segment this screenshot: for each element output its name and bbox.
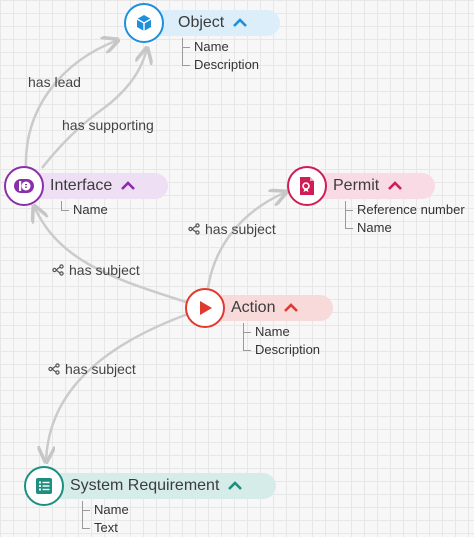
attribute-description: Description	[182, 56, 259, 74]
edge-action-to-sysreq[interactable]	[46, 312, 189, 462]
node-action-attributes: Name Description	[243, 323, 320, 359]
node-object-pill[interactable]: Object	[144, 10, 280, 36]
attribute-name: Name	[182, 38, 259, 56]
edge-label-has-subject-permit: has subject	[188, 221, 276, 237]
edge-label-has-subject-interface: has subject	[52, 262, 140, 278]
relation-branch-icon	[48, 363, 60, 375]
attribute-name: Name	[82, 501, 129, 519]
list-icon[interactable]	[24, 466, 64, 506]
node-permit-pill[interactable]: Permit	[307, 173, 435, 199]
node-action-pill[interactable]: Action	[205, 295, 333, 321]
node-system-requirement-pill[interactable]: System Requirement	[44, 473, 276, 499]
edge-has-supporting-tail	[41, 106, 105, 169]
edge-label-has-supporting: has supporting	[62, 117, 154, 133]
node-interface-label: Interface	[50, 177, 113, 194]
node-object-label: Object	[178, 14, 225, 31]
edge-label-has-lead: has lead	[28, 74, 81, 90]
permit-document-icon[interactable]	[287, 166, 327, 206]
attribute-name: Name	[345, 219, 465, 237]
attribute-reference-number: Reference number	[345, 201, 465, 219]
edge-has-lead[interactable]	[24, 40, 118, 169]
chevron-up-icon[interactable]	[118, 179, 138, 193]
chevron-up-icon[interactable]	[281, 301, 301, 315]
node-object-attributes: Name Description	[182, 38, 259, 74]
relation-branch-icon	[188, 223, 200, 235]
node-action-label: Action	[231, 299, 276, 316]
chevron-up-icon[interactable]	[385, 179, 405, 193]
attribute-name: Name	[61, 201, 108, 219]
node-system-requirement-label: System Requirement	[70, 477, 220, 494]
attribute-name: Name	[243, 323, 320, 341]
chevron-up-icon[interactable]	[225, 479, 245, 493]
attribute-text: Text	[82, 519, 129, 537]
edge-action-to-permit[interactable]	[206, 192, 286, 289]
edge-label-has-subject-sysreq: has subject	[48, 361, 136, 377]
node-permit-attributes: Reference number Name	[345, 201, 465, 237]
node-system-requirement-attributes: Name Text	[82, 501, 129, 537]
edge-action-to-interface[interactable]	[34, 206, 187, 304]
interface-icon[interactable]	[4, 166, 44, 206]
cube-icon[interactable]	[124, 3, 164, 43]
play-icon[interactable]	[185, 288, 225, 328]
edge-has-supporting[interactable]	[103, 48, 147, 109]
attribute-description: Description	[243, 341, 320, 359]
node-interface-pill[interactable]: Interface	[24, 173, 168, 199]
chevron-up-icon[interactable]	[230, 16, 250, 30]
node-permit-label: Permit	[333, 177, 380, 194]
relation-branch-icon	[52, 264, 64, 276]
node-interface-attributes: Name	[61, 201, 108, 219]
